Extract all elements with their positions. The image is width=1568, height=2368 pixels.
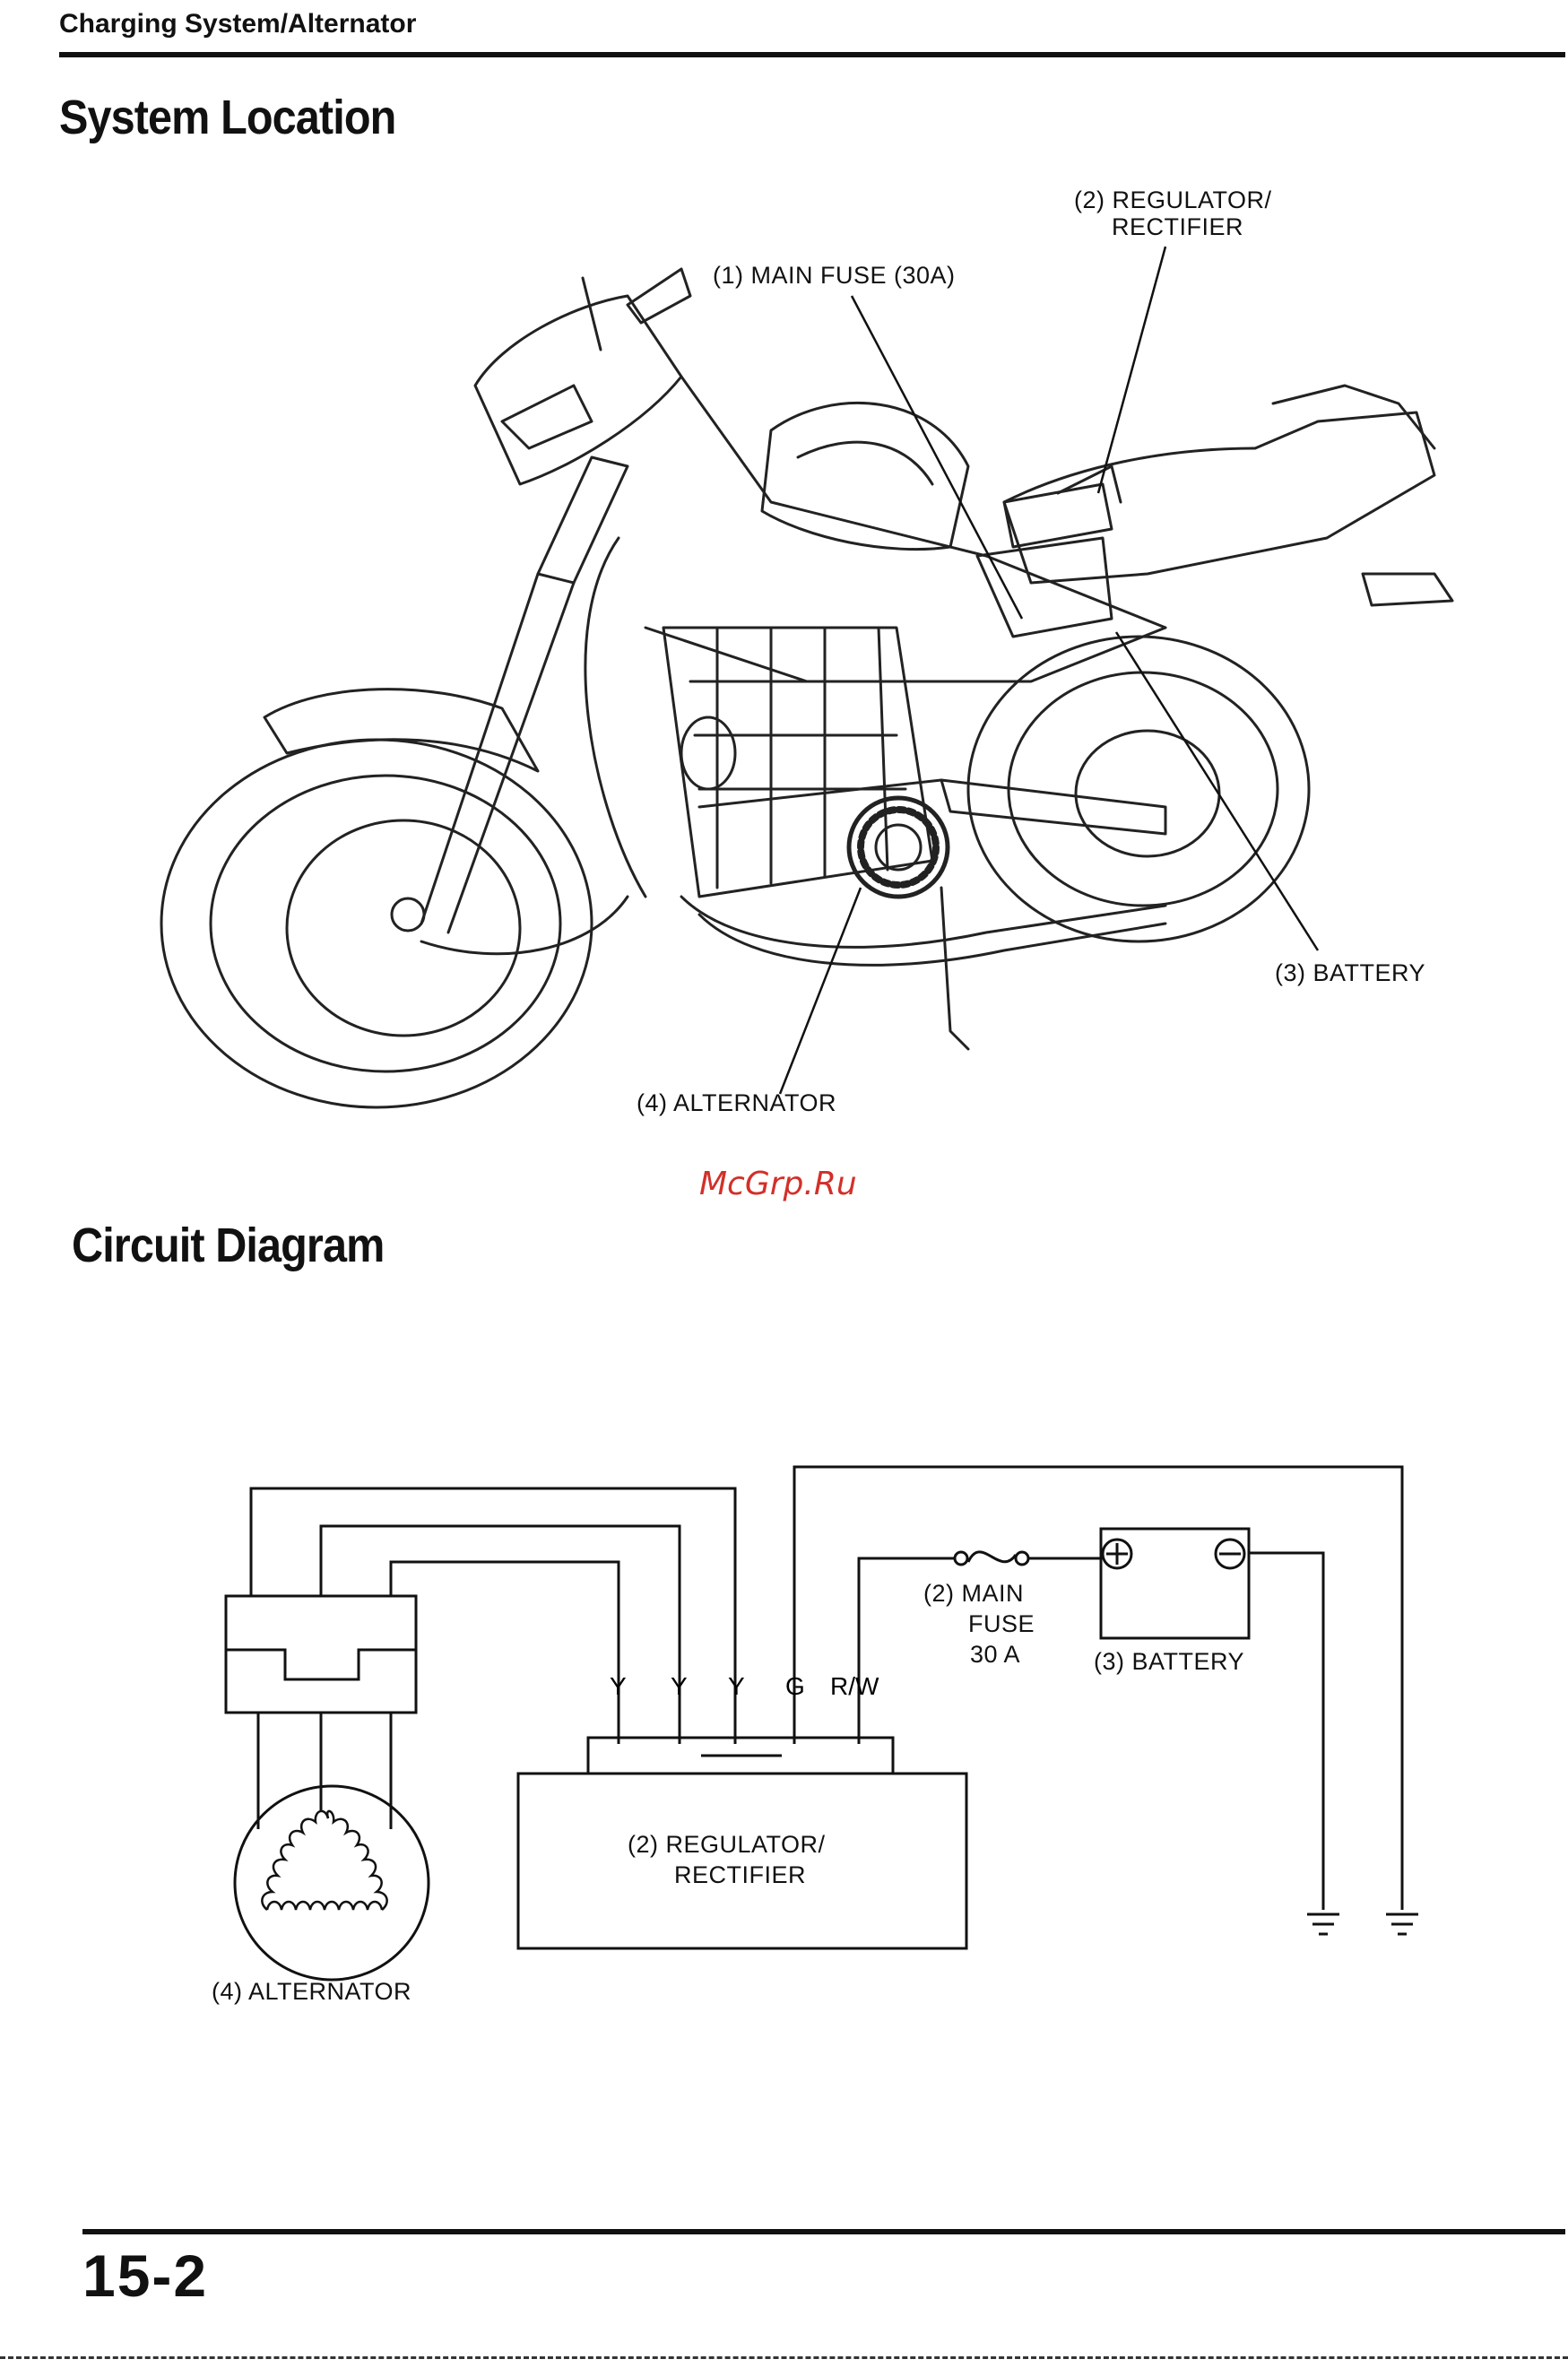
wire-label-g: G — [785, 1672, 805, 1700]
wire-battery-negative — [1249, 1553, 1323, 1910]
wire-label-y1: Y — [610, 1672, 627, 1700]
fuse-label-line3: 30 A — [970, 1641, 1020, 1669]
alternator-connector — [226, 1596, 416, 1713]
page-edge-dash — [0, 2356, 1568, 2359]
ground-symbol-icon — [1307, 1914, 1339, 1934]
stator-coil-icon — [262, 1811, 386, 1910]
page-number: 15-2 — [82, 2242, 208, 2310]
wire-label-y2: Y — [671, 1672, 688, 1700]
battery-label: (3) BATTERY — [1094, 1648, 1244, 1676]
ground-symbol-icon — [1386, 1914, 1418, 1934]
wire-label-r-w: R/W — [830, 1672, 879, 1700]
alternator-symbol — [235, 1786, 429, 1980]
alternator-label: (4) ALTERNATOR — [212, 1978, 411, 2006]
wire-g — [794, 1467, 1402, 1910]
fuse-label-line2: FUSE — [968, 1610, 1035, 1638]
regulator-label-line1: (2) REGULATOR/ — [628, 1831, 826, 1859]
wire-label-y3: Y — [728, 1672, 745, 1700]
wire-y3 — [391, 1562, 619, 1744]
battery-symbol — [1101, 1529, 1249, 1638]
footer-rule — [82, 2229, 1565, 2234]
fuse-symbol-icon — [955, 1552, 1028, 1565]
fuse-label-line1: (2) MAIN — [923, 1580, 1024, 1608]
regulator-label-line2: RECTIFIER — [674, 1861, 806, 1889]
